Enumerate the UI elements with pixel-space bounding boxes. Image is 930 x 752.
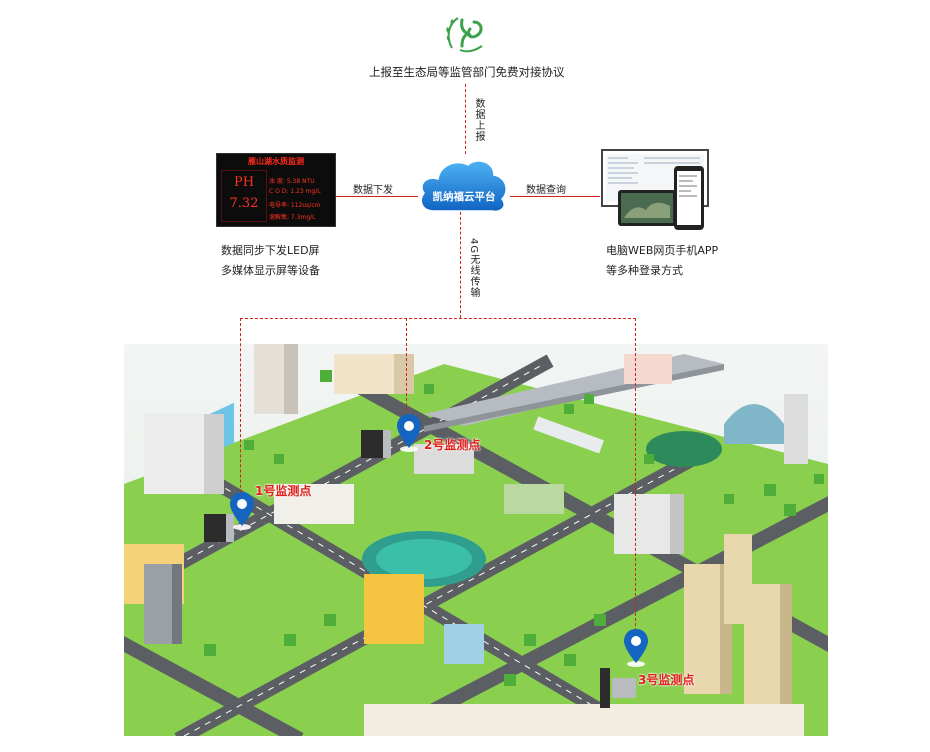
left-link-label: 数据下发 bbox=[353, 185, 393, 196]
monitor-point-1-label: 1号监测点 bbox=[255, 484, 312, 498]
led-display: 雁山湖水质监测 PH 7.32 浊 度: 5.38 NTU C O D: 1.2… bbox=[216, 153, 336, 227]
downlink-label: 4G无线传输 bbox=[468, 238, 479, 299]
downlink-line bbox=[460, 212, 461, 318]
left-caption-line1: 数据同步下发LED屏 bbox=[221, 244, 320, 257]
left-caption-line2: 多媒体显示屏等设备 bbox=[221, 264, 320, 277]
led-title: 雁山湖水质监测 bbox=[248, 157, 304, 166]
map-pin-icon bbox=[230, 492, 254, 530]
cloud-platform: 凯纳福云平台 bbox=[416, 155, 510, 213]
monitor-point-3-label: 3号监测点 bbox=[638, 673, 695, 687]
right-caption-line1: 电脑WEB网页手机APP bbox=[606, 244, 719, 257]
sensor-icon bbox=[204, 430, 636, 708]
uplink-line bbox=[465, 84, 466, 154]
map-pin-icon bbox=[624, 629, 648, 667]
led-row: 浊 度: 5.38 NTU bbox=[269, 178, 315, 185]
top-caption: 上报至生态局等监管部门免费对接协议 bbox=[369, 65, 565, 79]
right-caption-line2: 等多种登录方式 bbox=[606, 264, 683, 277]
right-link-line bbox=[510, 196, 600, 197]
drop-line-3 bbox=[635, 318, 636, 636]
map-pin-icon bbox=[397, 414, 421, 452]
led-row: 溶解氧: 7.3mg/L bbox=[269, 214, 316, 221]
cloud-icon bbox=[420, 160, 507, 213]
drop-line-2 bbox=[406, 318, 407, 436]
monitor-icon bbox=[601, 149, 709, 230]
led-ph-label: PH bbox=[233, 175, 255, 190]
city-map bbox=[124, 344, 828, 736]
logo-icon bbox=[446, 17, 483, 53]
drop-line-1 bbox=[240, 318, 241, 528]
led-ph-panel: PH 7.32 bbox=[221, 170, 267, 222]
led-row: 电导率: 112us/cm bbox=[269, 202, 321, 209]
led-ph-value: 7.32 bbox=[229, 196, 259, 211]
led-row: C O D: 1.23 mg/L bbox=[269, 188, 321, 195]
uplink-label: 数据上报 bbox=[473, 98, 484, 142]
monitor-point-2-label: 2号监测点 bbox=[424, 438, 481, 452]
distribution-line bbox=[240, 318, 636, 319]
left-link-line bbox=[336, 196, 418, 197]
platform-name: 凯纳福云平台 bbox=[432, 191, 496, 203]
right-link-label: 数据查询 bbox=[526, 185, 566, 196]
